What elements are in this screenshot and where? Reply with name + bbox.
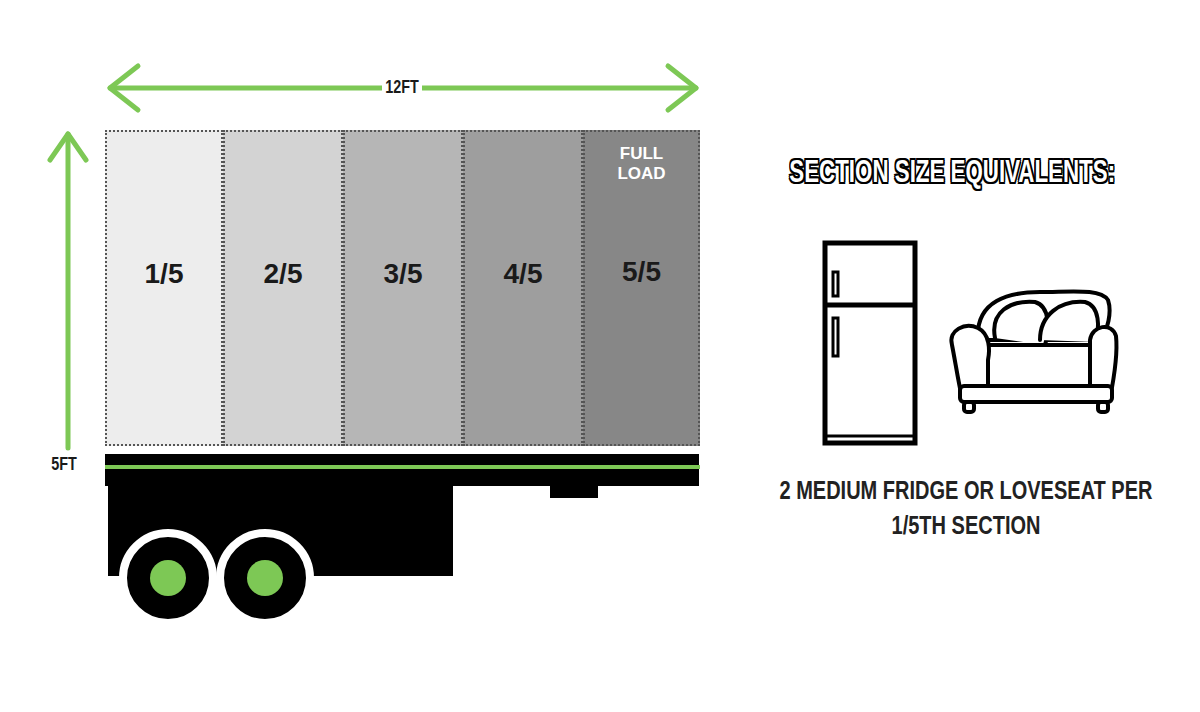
deck-line: [105, 465, 700, 469]
trailer-deck: [105, 454, 699, 486]
arrow-head: [668, 66, 696, 110]
sofa-base: [960, 386, 1112, 402]
wheel-hub: [247, 560, 283, 596]
height-arrow: [50, 134, 86, 448]
load-section: 1/5: [105, 130, 223, 446]
dimension-label: 12FT: [382, 75, 422, 100]
wheel-hub: [150, 560, 186, 596]
load-section: FULL LOAD 5/5: [583, 130, 700, 446]
wheel: [123, 533, 213, 623]
fridge-icon: [825, 243, 915, 443]
width-arrow: [110, 66, 696, 110]
trailer-hitch: [550, 484, 598, 498]
trailer: [105, 454, 700, 623]
wheel: [220, 533, 310, 623]
sofa-leg: [964, 402, 974, 412]
sofa-seat: [982, 345, 1096, 387]
fridge-handle: [833, 318, 838, 356]
fridge-body: [825, 243, 915, 443]
fridge-door-line: [825, 303, 915, 308]
arrow-head: [50, 134, 86, 160]
section-fraction: 3/5: [345, 259, 461, 290]
load-section: 3/5: [343, 130, 463, 446]
load-section: 4/5: [463, 130, 583, 446]
sofa-leg: [1098, 402, 1108, 412]
equivalence-caption: 2 MEDIUM FRIDGE OR LOVESEAT PER 1/5TH SE…: [747, 473, 1185, 543]
section-fraction: 4/5: [465, 259, 581, 290]
section-heading: SECTION SIZE EQUIVALENTS:: [786, 150, 1117, 193]
section-fraction: 5/5: [585, 257, 698, 288]
load-section: 2/5: [223, 130, 343, 446]
section-note: FULL LOAD: [612, 144, 672, 185]
section-fraction: 2/5: [225, 259, 341, 290]
section-fraction: 1/5: [107, 259, 221, 290]
arrow-head: [110, 66, 138, 110]
fridge-handle: [833, 272, 838, 296]
dimension-label: 5FT: [48, 452, 80, 477]
dimension-line: [66, 134, 71, 448]
loveseat-icon: [951, 291, 1116, 412]
fridge-base-line: [825, 435, 915, 438]
